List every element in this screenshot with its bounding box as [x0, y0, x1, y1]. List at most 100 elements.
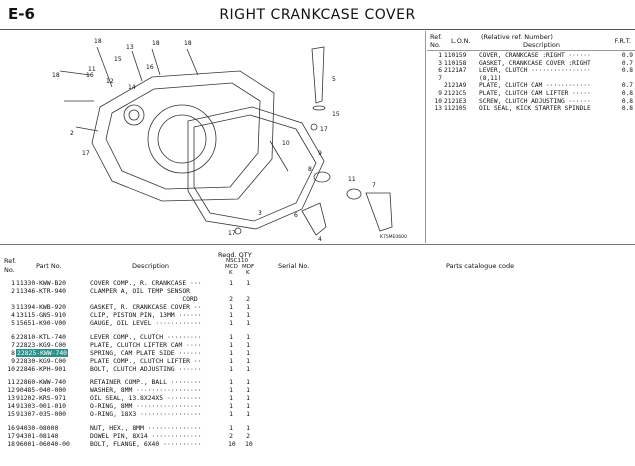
callout-8: 16	[146, 64, 154, 71]
part-number[interactable]: 91202-KRS-971	[16, 394, 67, 403]
part-number[interactable]: 13115-GN5-910	[16, 311, 67, 320]
parts-cell-q2: 10	[245, 439, 253, 448]
callout-18: 17	[82, 150, 90, 157]
parts-cell-desc: CORD	[90, 295, 198, 304]
callout-0: 18	[94, 38, 102, 45]
callout-5: 16	[86, 72, 94, 79]
ref-cell-lon: 110159	[444, 52, 467, 59]
parts-cell-desc: DOWEL PIN, 8X14 ·············	[90, 431, 202, 440]
parts-cell-q1: 1	[229, 394, 233, 403]
ref-cell-frt: 0.8	[621, 67, 633, 75]
part-number[interactable]: 96001-06040-00	[16, 439, 70, 448]
section-code: E-6	[8, 5, 35, 23]
parts-cell-q2: 1	[246, 319, 250, 328]
part-number[interactable]: 11330-KWW-B20	[16, 279, 67, 287]
part-number[interactable]: 94030-08000	[16, 423, 59, 432]
parts-cell-desc: PLATE COMP., CLUTCH LIFTER ··	[90, 356, 202, 365]
parts-cell-q2: 1	[246, 410, 250, 419]
part-number[interactable]: 11346-KTR-940	[16, 287, 67, 296]
part-number[interactable]: 22825-KWW-740	[16, 348, 69, 357]
ref-cell-ref: 9	[438, 89, 442, 97]
parts-cell-q2: 1	[246, 303, 250, 312]
part-number[interactable]: 90485-040-000	[16, 386, 67, 395]
ref-cell-lon: 112105	[444, 105, 467, 113]
part-number[interactable]: 94301-08140	[16, 431, 59, 440]
parts-cell-q2: 1	[246, 356, 250, 365]
callout-4: 11	[88, 66, 96, 73]
parts-cell-desc: SPRING, CAM PLATE SIDE ······	[90, 348, 202, 357]
part-number[interactable]: 15651-K90-V00	[16, 319, 67, 328]
diagram-svg: 18 13 18 15 11 16 12 14 16 18 18 2 5 15 …	[52, 38, 407, 243]
parts-cell-q2: 1	[246, 340, 250, 349]
ref-cell-desc: LEVER, CLUTCH ················	[479, 67, 591, 75]
parts-cell-q1: 1	[229, 386, 233, 395]
parts-cell-q1: 1	[229, 340, 233, 349]
parts-cell-ref: 13	[7, 394, 15, 403]
ref-cell-desc: SCREW, CLUTCH ADJUSTING ······	[479, 97, 591, 105]
ref-header-desc: Description	[523, 41, 561, 49]
ref-cell-frt: 0.9	[621, 52, 633, 59]
part-number[interactable]: 22846-KPH-901	[16, 364, 67, 373]
parts-cell-q2: 2	[246, 431, 250, 440]
ref-table-row: 7(8,11)	[427, 75, 635, 83]
callout-21: 6	[294, 212, 298, 219]
parts-cell-ref: 18	[7, 439, 15, 448]
callout-22: 4	[318, 236, 322, 243]
parts-cell-q1: 1	[229, 332, 233, 341]
parts-cell-desc: NUT, HEX., 8MM ··············	[90, 423, 202, 432]
parts-cell-ref: 4	[11, 311, 15, 320]
callout-15: 10	[282, 140, 290, 147]
part-number[interactable]: 91303-001-010	[16, 402, 67, 411]
gasket-inner	[193, 114, 317, 222]
ref-cell-lon: 2121A9	[444, 82, 467, 90]
ref-header-frt: F.R.T.	[614, 37, 631, 45]
cover-outline	[91, 70, 275, 202]
part-number[interactable]: 22860-KWW-740	[16, 378, 67, 387]
ref-cell-frt: 0.7	[621, 82, 633, 90]
part-number[interactable]: 91307-035-000	[16, 410, 67, 419]
parts-header-k2: K	[246, 270, 250, 276]
clutch-boss-inner	[157, 114, 207, 164]
parts-cell-ref: 3	[11, 303, 15, 312]
ref-cell-lon: 2121C5	[444, 89, 467, 97]
part-number[interactable]: 11394-KWB-920	[16, 303, 67, 312]
parts-cell-ref: 11	[7, 378, 15, 387]
parts-cell-q2: 1	[246, 279, 250, 287]
part-number[interactable]: 22810-KTL-740	[16, 332, 67, 341]
ref-cell-ref: 10	[434, 97, 442, 105]
bolt-18b	[151, 48, 161, 76]
parts-cell-q1: 1	[229, 311, 233, 320]
part-number[interactable]: 22823-KG9-C00	[16, 340, 67, 349]
part-number[interactable]: 22830-KG9-C00	[16, 356, 67, 365]
parts-cell-q1: 1	[229, 319, 233, 328]
parts-cell-q1: 2	[229, 295, 233, 304]
parts-cell-q2: 1	[246, 332, 250, 341]
ref-cell-ref: 3	[438, 59, 442, 67]
callout-9: 18	[184, 40, 192, 47]
parts-cell-q1: 1	[229, 410, 233, 419]
callout-13: 15	[332, 111, 340, 118]
callout-16: 9	[318, 150, 322, 157]
